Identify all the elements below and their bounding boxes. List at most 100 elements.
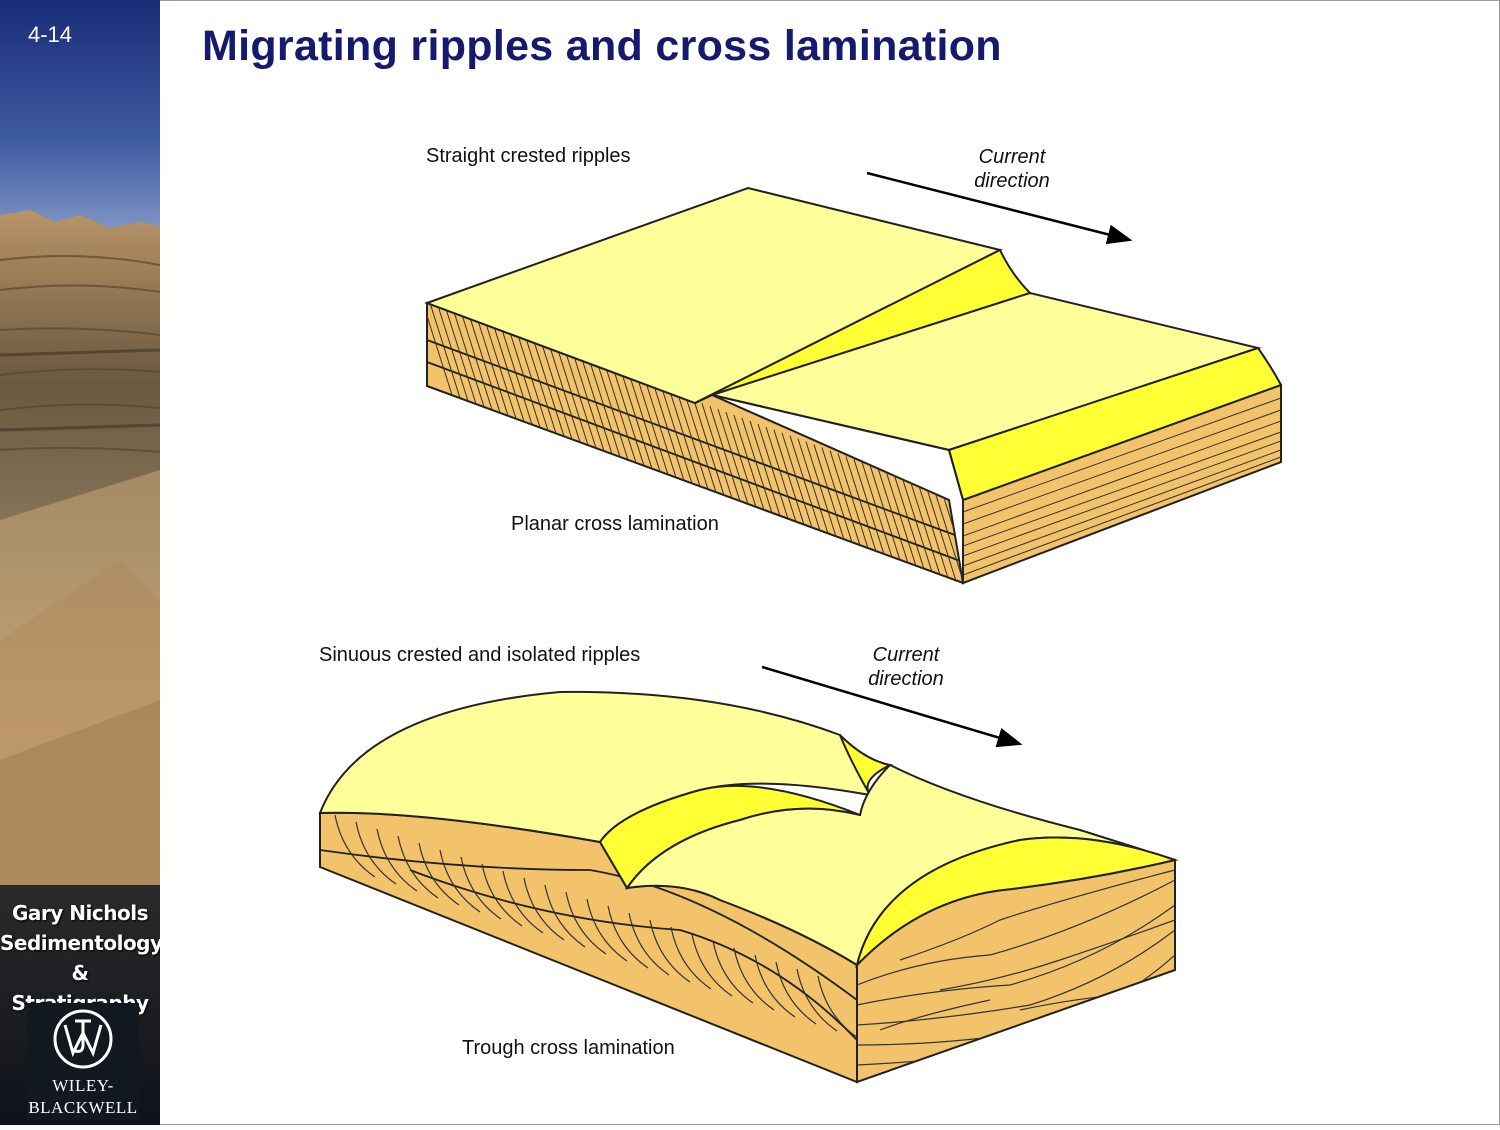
sinuous-ripple-block: [318, 665, 1179, 1084]
top-current-label-line1: Current: [978, 146, 1046, 168]
planar-foreset-line: [765, 426, 797, 523]
bottom-current-label-line1: Current: [872, 644, 940, 666]
isolated-ripple-lee: [839, 734, 894, 796]
trough-foreset-line: [418, 842, 460, 906]
trough-foreset-line: [691, 933, 733, 997]
trough-foreset-line: [628, 912, 670, 976]
trough-foreset-line: [355, 821, 397, 885]
planar-foreset-line: [805, 441, 837, 537]
bottom-diagram-caption: Trough cross lamination: [462, 1037, 675, 1059]
slide-top-border: [160, 0, 1500, 1]
sinuous-ripple-stoss-1: [318, 690, 872, 844]
trough-foreset-line: [586, 898, 628, 962]
block-diagrams-svg: [318, 171, 1283, 1084]
planar-foreset-line: [427, 303, 453, 396]
planar-foreset-line: [549, 347, 581, 443]
slide-title: Migrating ripples and cross lamination: [202, 22, 1002, 70]
sinuous-ripple-lee-2: [855, 836, 1179, 969]
trough-foreset-line: [607, 905, 649, 969]
planar-foreset-line: [837, 453, 869, 549]
planar-foreset-line: [485, 323, 517, 419]
ripple-diagrams: Straight crested ripples Current directi…: [160, 0, 1500, 1125]
planar-foreset-line: [629, 376, 661, 472]
planar-foreset-line: [461, 314, 493, 410]
ripple-lee-face-2: [947, 346, 1283, 502]
planar-foreset-line: [685, 397, 717, 493]
planar-foreset-line: [557, 349, 589, 446]
planar-foreset-line: [845, 456, 877, 552]
planar-foreset-line: [605, 367, 637, 464]
trough-foreset-line: [334, 814, 376, 878]
planar-foreset-line: [757, 423, 789, 520]
planar-foreset-line: [693, 400, 725, 496]
publisher-emblem-icon: [53, 1009, 113, 1069]
trough-foreset-line: [397, 835, 439, 899]
bottom-current-label-line2: direction: [868, 668, 944, 690]
planar-foreset-line: [893, 473, 925, 570]
planar-foreset-line: [717, 408, 749, 505]
planar-foreset-line: [437, 305, 469, 402]
trough-foreset-line: [481, 863, 523, 927]
author-name: Gary Nichols: [12, 901, 148, 925]
planar-foreset-line: [813, 444, 845, 540]
planar-foreset-line: [573, 355, 605, 452]
planar-foreset-line: [773, 429, 805, 525]
planar-foreset-line: [637, 379, 669, 475]
planar-foreset-line: [885, 470, 917, 567]
trough-foreset-line: [460, 856, 502, 920]
planar-foreset-line: [533, 341, 565, 437]
planar-foreset-line: [669, 391, 701, 487]
planar-foreset-line: [565, 352, 597, 449]
planar-foreset-line: [909, 479, 941, 576]
planar-foreset-line: [453, 311, 485, 407]
publisher-name-line2: BLACKWELL: [28, 1098, 138, 1117]
planar-foreset-line: [509, 332, 541, 428]
planar-foreset-line: [821, 447, 853, 543]
current-direction-arrow-bottom: [761, 665, 1023, 748]
bottom-current-label: Current direction: [854, 643, 958, 691]
planar-foreset-line: [621, 373, 653, 469]
trough-foreset-line: [565, 891, 607, 955]
planar-foreset-line: [829, 450, 861, 546]
trough-foreset-line: [670, 926, 712, 990]
planar-foreset-line: [469, 317, 501, 413]
planar-foreset-line: [589, 361, 621, 458]
planar-foreset-line: [933, 488, 963, 583]
trough-foresets-front: [320, 814, 857, 1041]
trough-foreset-line: [544, 884, 586, 948]
trough-foreset-line: [796, 968, 838, 1032]
slide-number: 4-14: [28, 22, 73, 47]
planar-foreset-line: [653, 385, 685, 481]
planar-foreset-line: [501, 329, 533, 425]
planar-foreset-line: [517, 335, 549, 431]
trough-foreset-line: [649, 919, 691, 983]
planar-foreset-line: [797, 438, 829, 534]
planar-foreset-line: [645, 382, 677, 478]
trough-foreset-line: [817, 975, 857, 1039]
top-diagram-caption: Planar cross lamination: [511, 513, 719, 535]
trough-foreset-line: [754, 954, 796, 1018]
book-title-line1: Sedimentology: [0, 931, 160, 955]
planar-foreset-line: [525, 338, 557, 434]
planar-foreset-line: [613, 370, 645, 466]
planar-foreset-line: [917, 482, 949, 579]
planar-foreset-line: [925, 485, 957, 582]
straight-ripple-block: [424, 171, 1283, 585]
planar-foreset-line: [477, 320, 509, 416]
planar-foreset-line: [701, 403, 733, 499]
trough-foreset-line: [439, 849, 481, 913]
publisher-logo: [27, 1003, 139, 1120]
publisher-name: WILEY- BLACKWELL: [27, 1075, 139, 1119]
bottom-diagram-heading: Sinuous crested and isolated ripples: [319, 644, 641, 666]
planar-foreset-line: [709, 406, 741, 502]
planar-foreset-line: [789, 435, 821, 531]
trough-foreset-line: [712, 940, 754, 1004]
planar-foreset-line: [861, 462, 893, 558]
planar-foreset-line: [877, 467, 909, 564]
planar-foreset-line: [725, 411, 757, 508]
planar-foreset-line: [901, 476, 933, 573]
sidebar-photo-panel: 4-14 Gary Nichols Sedimentology & Strati…: [0, 0, 160, 1125]
trough-foreset-line: [502, 870, 544, 934]
trough-foreset-line: [733, 947, 775, 1011]
planar-foreset-line: [853, 459, 885, 555]
